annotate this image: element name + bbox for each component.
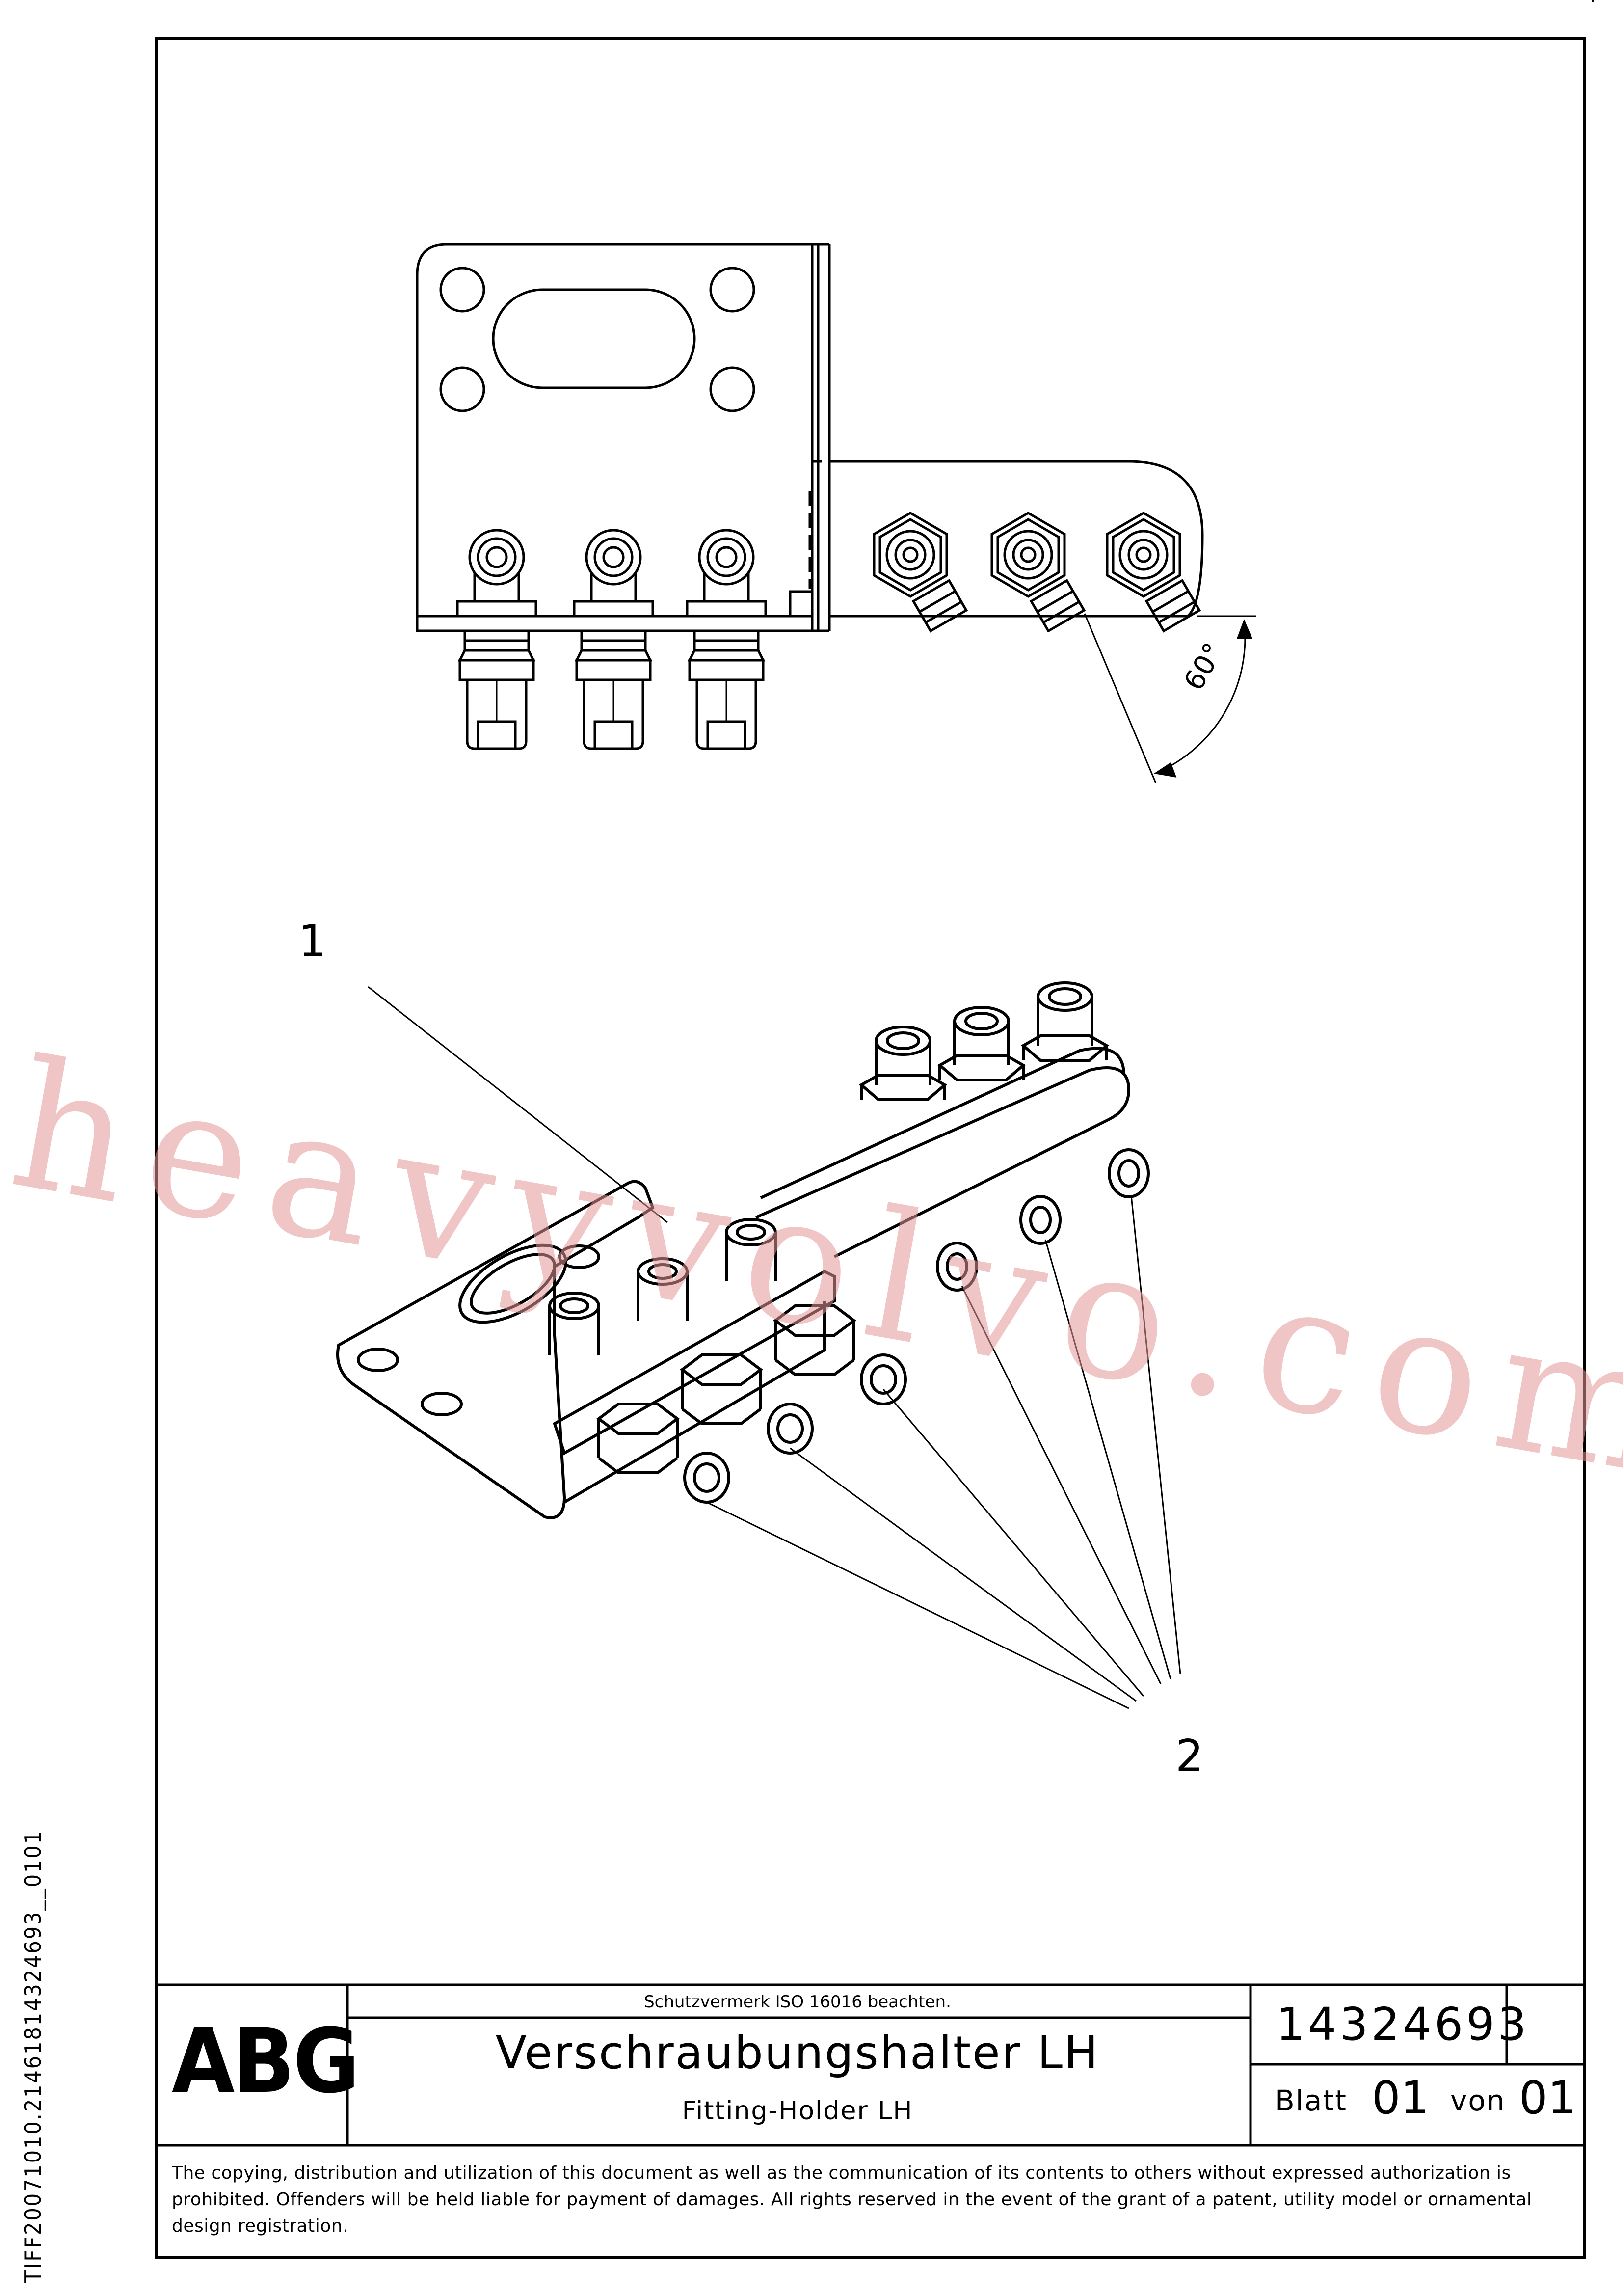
legal-notice: The copying, distribution and utilizatio… <box>172 2163 1532 2236</box>
drawing-title: Verschraubungshalter LH <box>495 2026 1100 2079</box>
angled-fittings <box>873 512 1201 633</box>
protection-note: Schutzvermerk ISO 16016 beachten. <box>644 1992 951 2012</box>
drawing-number: 14324693 <box>1276 1998 1530 2051</box>
side-document-code: TIFF20071010.214618143246​93__0101 <box>20 1829 46 2283</box>
top-view <box>416 243 1256 783</box>
sheet-label: Blatt <box>1275 2084 1347 2117</box>
of-label: von <box>1450 2084 1506 2117</box>
leader-lines <box>368 986 1181 1709</box>
vertical-fittings <box>456 529 767 750</box>
callout-1: 1 <box>298 916 327 967</box>
isometric-view <box>336 981 1150 1519</box>
sheet-number: 01 <box>1372 2072 1430 2124</box>
callout-2: 2 <box>1175 1730 1204 1782</box>
sheet-total: 01 <box>1519 2072 1577 2124</box>
drawing-subtitle: Fitting-Holder LH <box>682 2096 913 2126</box>
angle-dimension <box>1084 613 1256 783</box>
title-block <box>156 1983 1584 2147</box>
drawing-frame <box>155 37 1586 2259</box>
company-logo: ABG <box>172 2010 360 2113</box>
